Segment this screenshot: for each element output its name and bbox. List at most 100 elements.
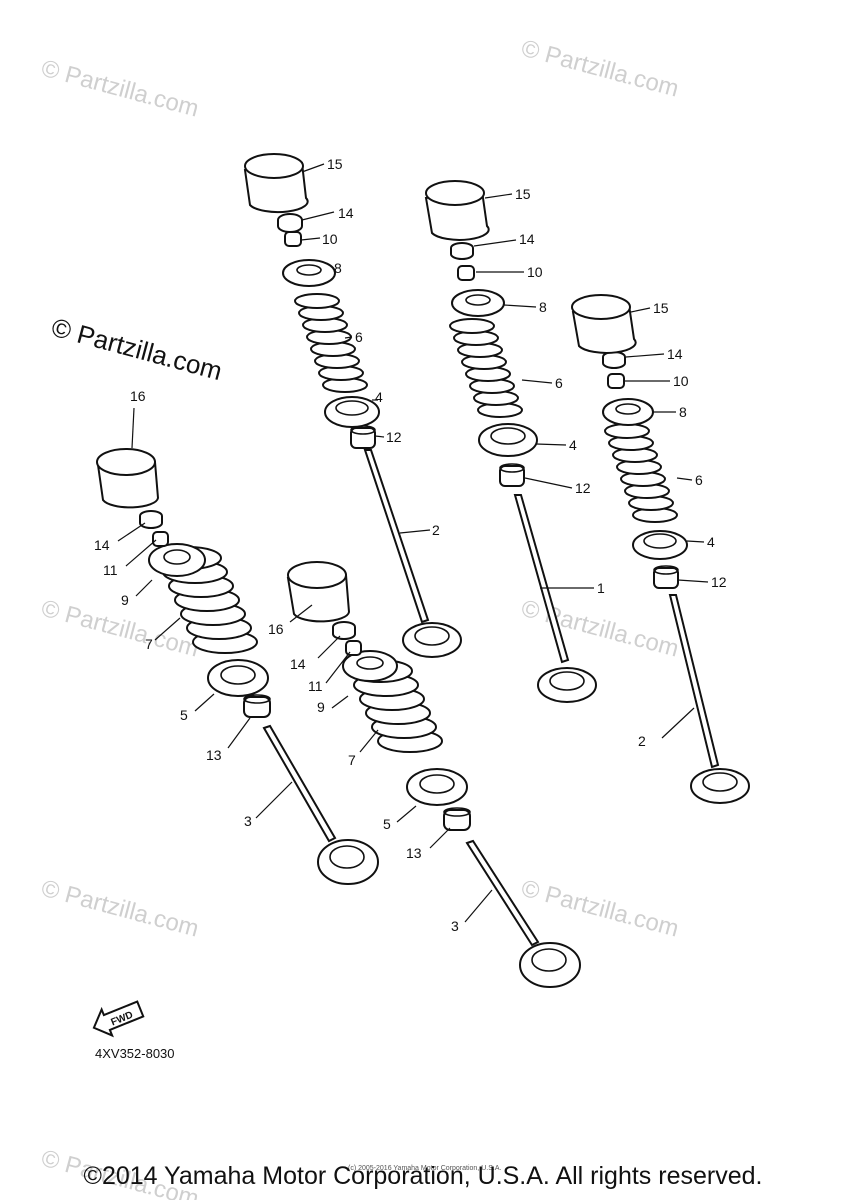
callout-6: 6: [555, 375, 563, 391]
callout-14: 14: [94, 537, 110, 553]
valve-seal: [243, 694, 271, 718]
callout-4: 4: [375, 389, 383, 405]
callout-15: 15: [327, 156, 343, 172]
callout-12: 12: [575, 480, 591, 496]
valve-lifter: [243, 153, 309, 214]
leader-lines: [624, 307, 709, 739]
valve-seal: [443, 807, 471, 831]
callout-6: 6: [355, 329, 363, 345]
valve-shim: [139, 510, 163, 529]
callout-15: 15: [515, 186, 531, 202]
valve-cotter: [284, 231, 302, 247]
callout-16: 16: [268, 621, 284, 637]
callout-6: 6: [695, 472, 703, 488]
spring-retainer: [602, 398, 654, 426]
valve-stem: [465, 839, 581, 988]
valve-spring: [449, 318, 523, 418]
diagram-code: 4XV352-8030: [95, 1046, 175, 1061]
callout-14: 14: [519, 231, 535, 247]
watermark-text: © Partzilla.com: [518, 595, 681, 663]
callout-8: 8: [679, 404, 687, 420]
valve-cotter: [607, 373, 625, 389]
callout-2: 2: [638, 733, 646, 749]
callout-8: 8: [334, 260, 342, 276]
callout-12: 12: [711, 574, 727, 590]
callout-14: 14: [667, 346, 683, 362]
valve-lifter: [286, 561, 351, 623]
callout-11: 11: [103, 562, 118, 578]
leader-lines: [300, 163, 431, 534]
valve-lifter: [424, 180, 490, 241]
callout-7: 7: [348, 752, 356, 768]
valve-lifter: [571, 294, 637, 354]
callout-3: 3: [244, 813, 252, 829]
callout-9: 9: [317, 699, 325, 715]
valve-cotter: [152, 531, 169, 547]
callout-3: 3: [451, 918, 459, 934]
watermark-text: © Partzilla.com: [38, 55, 201, 123]
valve-assembly-b: 15 14 10 8 6 4 12 1: [424, 180, 605, 703]
partzilla-watermark: © Partzilla.com: [48, 312, 225, 386]
callout-16: 16: [130, 388, 146, 404]
valve-stem: [668, 594, 750, 804]
valve-assembly-c: 15 14 10 8 6 4 12 2: [571, 294, 750, 804]
spring-seat: [478, 423, 538, 457]
valve-lifter: [96, 448, 160, 509]
callout-7: 7: [145, 636, 153, 652]
spring-retainer: [451, 289, 505, 317]
callout-15: 15: [653, 300, 669, 316]
spring-seat: [324, 396, 380, 428]
callout-5: 5: [180, 707, 188, 723]
callout-4: 4: [569, 437, 577, 453]
spring-seat: [406, 768, 468, 806]
valve-spring: [604, 423, 678, 523]
watermark-text: © Partzilla.com: [518, 875, 681, 943]
copyright-notice: ©2014 Yamaha Motor Corporation, U.S.A. A…: [83, 1162, 763, 1190]
spring-seat: [207, 659, 269, 697]
valve-assembly-a: 15 14 10 8 6 4 12 2: [243, 153, 462, 658]
valve-seal: [350, 425, 376, 449]
spring-retainer: [342, 650, 398, 682]
callout-4: 4: [707, 534, 715, 550]
callout-10: 10: [673, 373, 689, 389]
spring-retainer: [282, 259, 336, 287]
valve-assembly-e: 16 14 11 9 7 5 13 3: [268, 561, 581, 988]
leader-lines: [117, 407, 293, 819]
watermarks: © Partzilla.com © Partzilla.com © Partzi…: [38, 35, 681, 1200]
callout-14: 14: [338, 205, 354, 221]
callout-10: 10: [322, 231, 338, 247]
leader-lines: [289, 604, 493, 923]
fwd-arrow-icon: FWD: [92, 1000, 145, 1038]
valve-cotter: [345, 640, 362, 656]
spring-retainer: [148, 543, 206, 577]
watermark-text: © Partzilla.com: [518, 35, 681, 103]
valve-stem: [513, 494, 597, 703]
valve-assembly-d: 16 14 11 9 7 5 13 3: [94, 388, 379, 885]
valve-seal: [653, 565, 679, 589]
valve-stem: [363, 449, 462, 658]
valve-stem: [262, 724, 379, 885]
valve-seal: [499, 463, 525, 487]
valve-shim: [277, 213, 303, 233]
leader-lines: [473, 193, 594, 589]
callout-11: 11: [308, 678, 323, 694]
callout-8: 8: [539, 299, 547, 315]
valve-shim: [602, 351, 626, 369]
watermark-text: © Partzilla.com: [38, 875, 201, 943]
callout-9: 9: [121, 592, 129, 608]
callout-14: 14: [290, 656, 306, 672]
valve-spring: [294, 293, 368, 393]
valve-cotter: [457, 265, 475, 281]
valve-shim: [332, 621, 356, 640]
callout-1: 1: [597, 580, 605, 596]
callout-12: 12: [386, 429, 402, 445]
callout-2: 2: [432, 522, 440, 538]
callout-10: 10: [527, 264, 543, 280]
callout-5: 5: [383, 816, 391, 832]
valve-shim: [450, 242, 474, 260]
spring-seat: [632, 530, 688, 560]
callout-13: 13: [406, 845, 422, 861]
callout-13: 13: [206, 747, 222, 763]
fine-print: (c) 2005-2016 Yamaha Motor Corporation, …: [348, 1165, 501, 1172]
